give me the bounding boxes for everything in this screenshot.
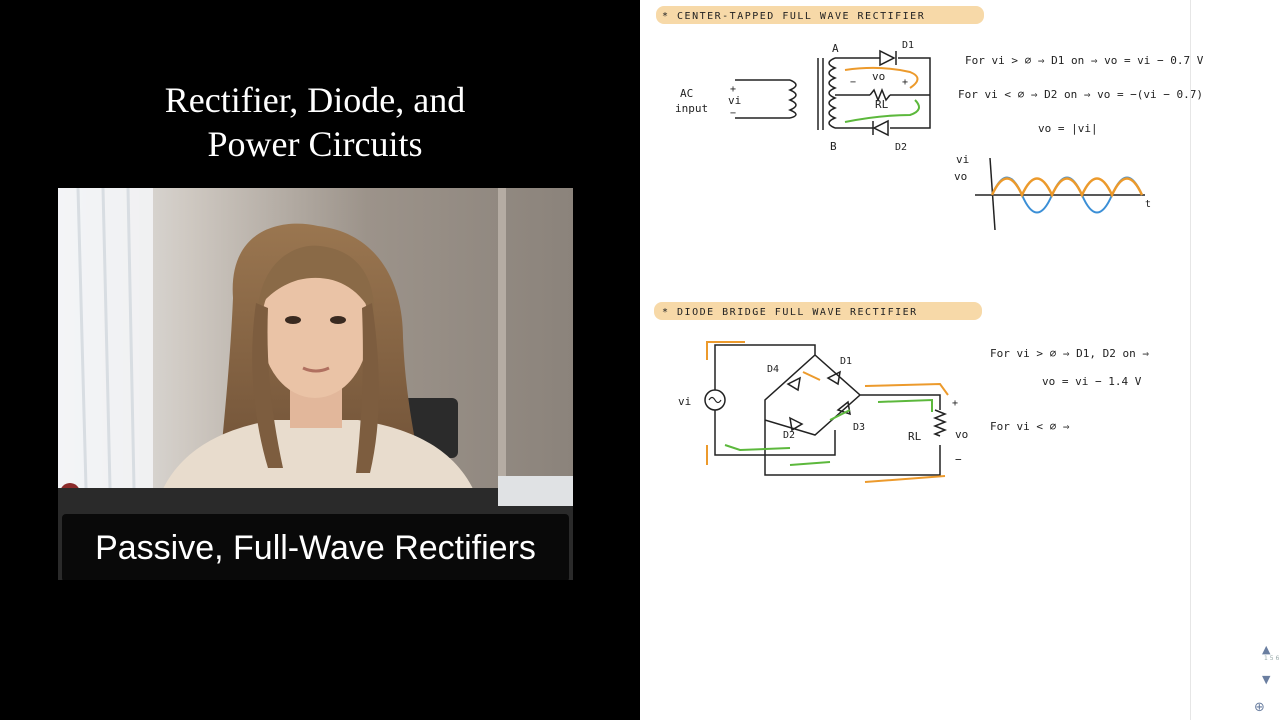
lesson-title: Passive, Full-Wave Rectifiers xyxy=(95,529,536,567)
minus-sign: − xyxy=(730,108,736,119)
page-indicator: 1 5 6 xyxy=(1264,655,1280,662)
bd4-label: D4 xyxy=(767,364,779,375)
zoom-icon[interactable]: ⊕ xyxy=(1254,700,1265,715)
sec2-eq1: For vi > ∅ ⇒ D1, D2 on ⇒ xyxy=(990,347,1149,360)
ac-label: AC xyxy=(680,87,693,100)
wave-vi-label: vi xyxy=(956,153,969,166)
course-title-line-2: Power Circuits xyxy=(207,124,423,164)
primary-coil xyxy=(788,79,797,119)
board-right-edge xyxy=(1190,0,1191,720)
section2-heading-highlight xyxy=(654,302,982,320)
whiteboard: * CENTER-TAPPED FULL WAVE RECTIFIER AC i… xyxy=(640,0,1280,720)
course-title-line-1: Rectifier, Diode, and xyxy=(164,80,466,120)
vo-label-2: vo xyxy=(955,428,968,441)
d4-bridge-diode-icon xyxy=(786,376,801,392)
plus-sign: + xyxy=(730,84,736,95)
whiteboard-canvas: * CENTER-TAPPED FULL WAVE RECTIFIER AC i… xyxy=(654,6,1204,483)
sec1-eq3: vo = |vi| xyxy=(1038,122,1098,135)
vi-label-2: vi xyxy=(678,395,691,408)
bd2-label: D2 xyxy=(783,430,795,441)
rl-label-2: RL xyxy=(908,430,922,443)
section2-heading: * DIODE BRIDGE FULL WAVE RECTIFIER xyxy=(662,307,918,318)
minus-vo: − xyxy=(850,77,856,88)
secondary-coil xyxy=(828,57,837,129)
d1-bridge-diode-icon xyxy=(826,370,841,386)
d2-label: D2 xyxy=(895,142,907,153)
webcam-video xyxy=(58,188,573,580)
t-label: t xyxy=(1145,199,1151,210)
rl-resistor-icon-2 xyxy=(932,409,948,437)
d2-bridge-diode-icon xyxy=(789,416,804,432)
lesson-title-banner: Passive, Full-Wave Rectifiers xyxy=(62,514,569,582)
lecture-panel: Rectifier, Diode, and Power Circuits xyxy=(0,78,630,582)
presenter-image xyxy=(58,188,573,580)
scroll-up-icon[interactable]: ▲ xyxy=(1262,643,1271,656)
bd1-label: D1 xyxy=(840,356,852,367)
vi-label-1: vi xyxy=(728,94,741,107)
vo-wave xyxy=(990,177,1144,199)
minus-2: − xyxy=(955,453,962,466)
bridge-wires xyxy=(714,344,941,476)
sec1-eq1: For vi > ∅ ⇒ D1 on ⇒ vo = vi − 0.7 V xyxy=(965,54,1204,67)
course-title: Rectifier, Diode, and Power Circuits xyxy=(0,78,630,166)
node-a-label: A xyxy=(832,42,839,55)
scroll-down-icon[interactable]: ▼ xyxy=(1262,673,1271,686)
sec1-eq2: For vi < ∅ ⇒ D2 on ⇒ vo = −(vi − 0.7) xyxy=(958,88,1203,101)
section1-heading: * CENTER-TAPPED FULL WAVE RECTIFIER xyxy=(662,11,925,22)
wave-vo-label: vo xyxy=(954,170,967,183)
plus-2: + xyxy=(952,398,958,409)
d1-label: D1 xyxy=(902,40,914,51)
plus-vo: + xyxy=(902,77,908,88)
rl-resistor-icon xyxy=(869,87,891,103)
vo-label-1: vo xyxy=(872,70,885,83)
d1-diode-icon xyxy=(879,49,896,67)
rl-label-1: RL xyxy=(875,98,889,111)
d2-diode-icon xyxy=(872,119,889,137)
sec2-eq2: vo = vi − 1.4 V xyxy=(1042,375,1142,388)
section1-heading-highlight xyxy=(656,6,984,24)
bd3-label: D3 xyxy=(853,422,865,433)
input-label: input xyxy=(675,102,708,115)
node-b-label: B xyxy=(830,140,837,153)
sec2-eq3: For vi < ∅ ⇒ xyxy=(990,420,1070,433)
